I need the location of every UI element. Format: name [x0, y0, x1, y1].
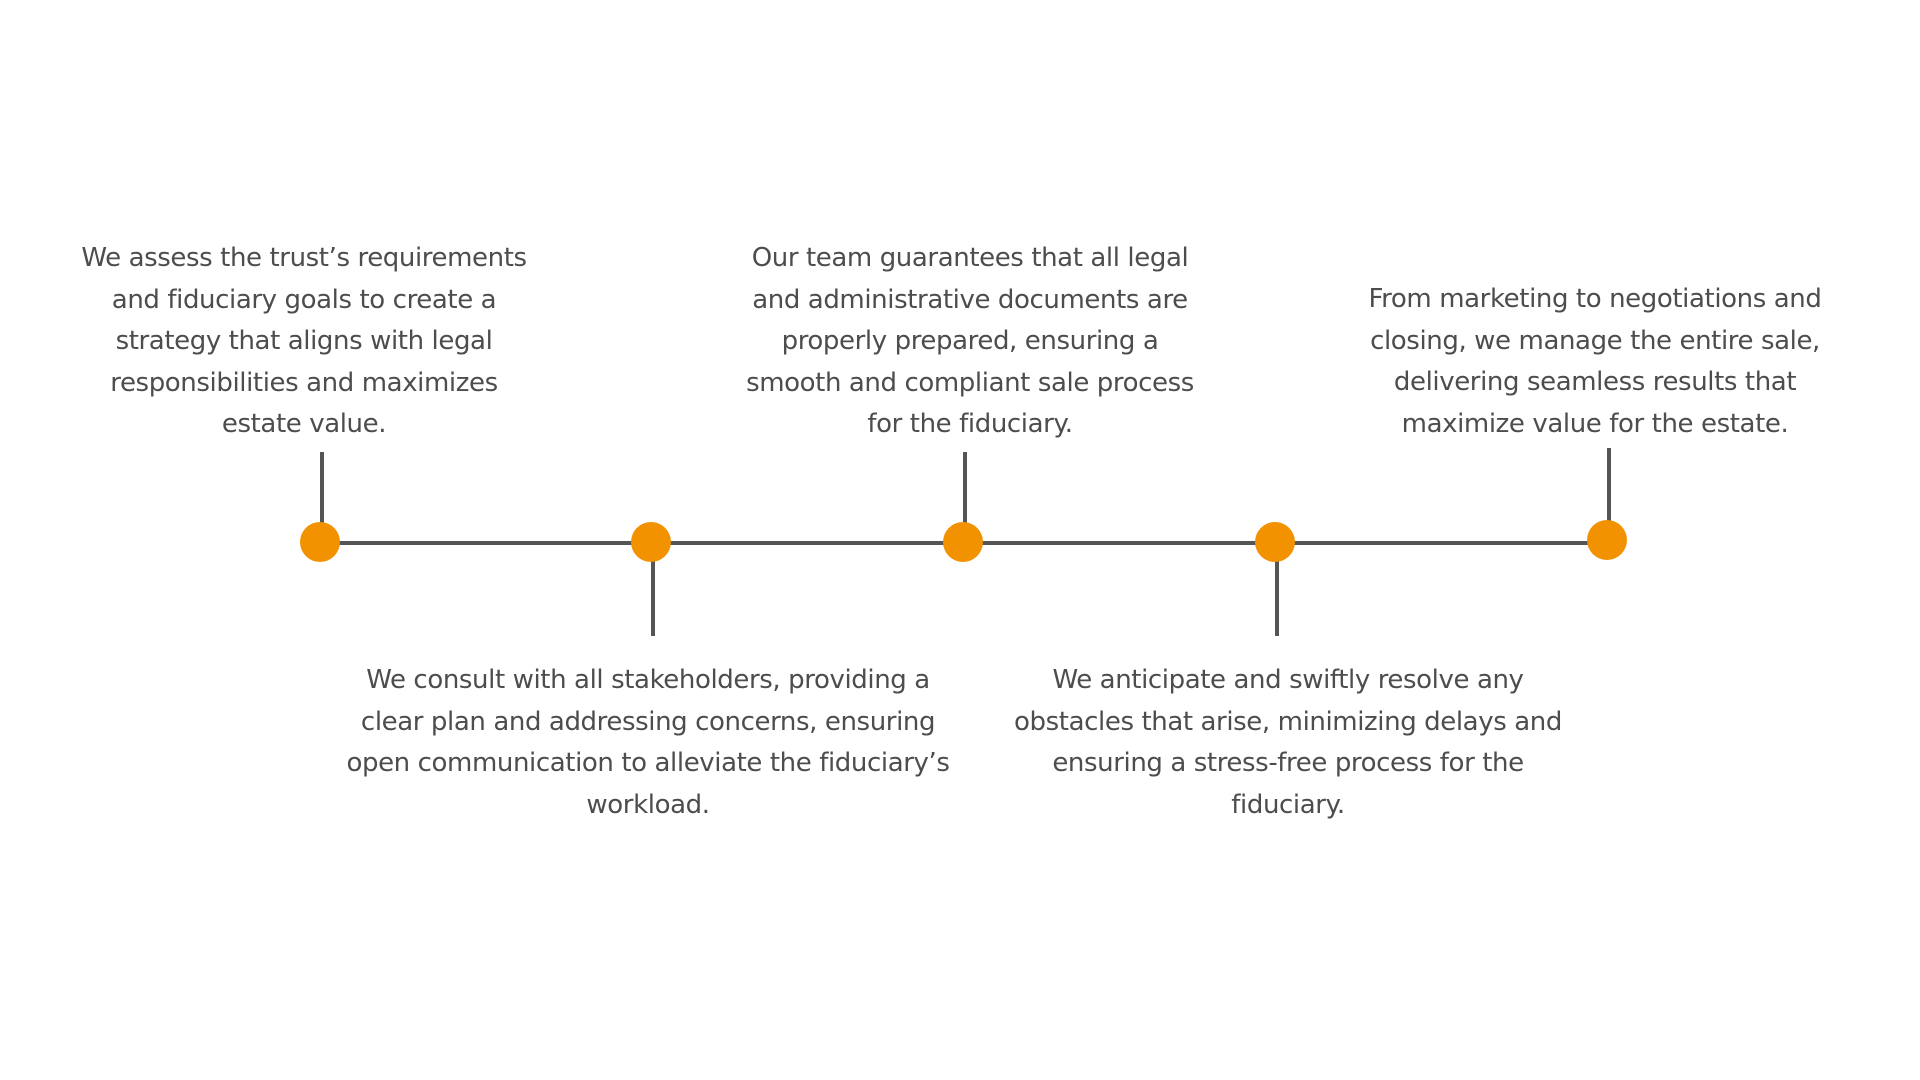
step-4-connector	[1275, 544, 1279, 636]
step-1-connector	[320, 452, 324, 544]
step-4-description: We anticipate and swiftly resolve any ob…	[1014, 665, 1562, 820]
step-3-marker	[943, 522, 983, 562]
step-5-marker	[1587, 520, 1627, 560]
step-4-marker	[1255, 522, 1295, 562]
step-3-connector	[963, 452, 967, 544]
step-2-connector	[651, 544, 655, 636]
step-1-marker	[300, 522, 340, 562]
step-2-marker	[631, 522, 671, 562]
step-5-connector	[1607, 448, 1611, 540]
step-2-description: We consult with all stakeholders, provid…	[346, 665, 950, 820]
step-3-description: Our team guarantees that all legal and a…	[746, 243, 1194, 439]
step-1-description: We assess the trust’s requirements and f…	[81, 243, 527, 439]
step-5-description: From marketing to negotiations and closi…	[1368, 284, 1822, 439]
